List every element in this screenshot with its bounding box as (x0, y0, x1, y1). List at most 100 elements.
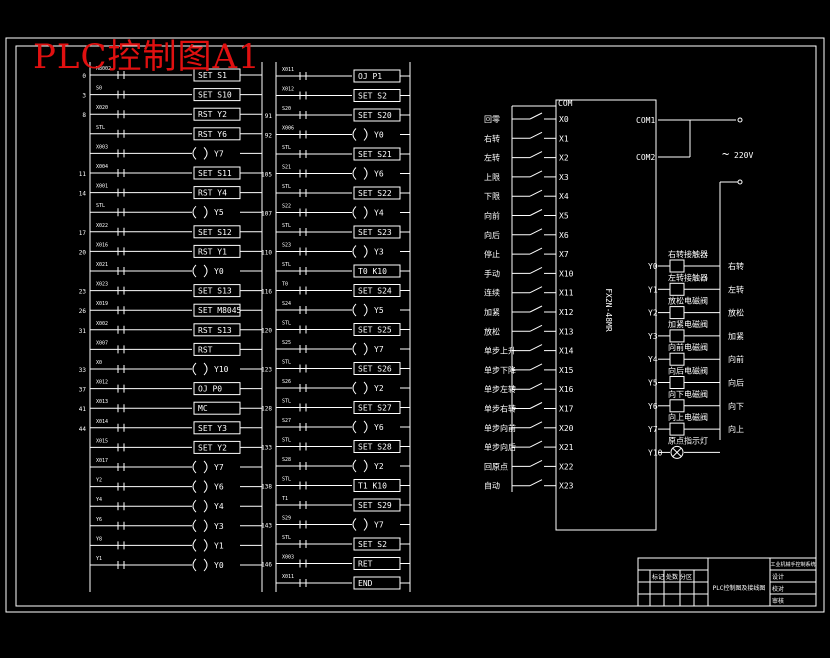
coil-symbol (192, 147, 208, 160)
step-number: 41 (79, 406, 87, 413)
coil-label: Y10 (214, 365, 229, 374)
input-address: X11 (559, 289, 574, 298)
switch-contact (529, 266, 543, 274)
coil-label: SET S27 (358, 404, 392, 413)
coil-symbol (352, 459, 368, 473)
outer-frame (5, 37, 825, 613)
coil-label: Y6 (214, 483, 224, 492)
coil-label: Y4 (374, 209, 384, 218)
contact-label: X003 (282, 555, 294, 561)
step-number: 133 (261, 445, 272, 452)
step-number: 20 (79, 249, 87, 256)
output-address: Y4 (648, 355, 658, 364)
coil-label: Y5 (214, 208, 224, 217)
contact-label: S27 (282, 418, 291, 424)
switch-contact (529, 151, 543, 159)
plc-body (555, 99, 657, 531)
contact-label: M8002 (96, 66, 111, 72)
coil-label: Y0 (374, 131, 384, 140)
solenoid-coil (669, 376, 685, 389)
input-address: X2 (559, 154, 569, 163)
contact-label: Y2 (96, 478, 102, 484)
lamp-cross (672, 448, 682, 457)
input-address: X17 (559, 405, 574, 414)
coil-label: RST Y6 (198, 130, 227, 139)
step-number: 91 (265, 113, 273, 120)
output-action: 向前 (728, 354, 744, 364)
solenoid-coil (669, 352, 685, 366)
input-address: X20 (559, 424, 574, 433)
coil-symbol (352, 518, 368, 531)
coil-symbol (352, 206, 368, 219)
coil-label: RET (358, 560, 373, 569)
switch-contact (529, 440, 543, 448)
step-number: 120 (261, 328, 272, 335)
output-device: 加紧电磁阀 (668, 319, 708, 329)
contact-label: S21 (282, 165, 291, 171)
input-address: X7 (559, 250, 569, 259)
contact-label: STL (282, 535, 291, 541)
output-device: 放松电磁阀 (668, 296, 708, 306)
step-number: 146 (261, 562, 272, 569)
coil-symbol (352, 342, 368, 356)
step-number: 123 (261, 367, 272, 374)
terminal-dot (737, 179, 743, 185)
coil-label: SET S25 (358, 326, 392, 335)
coil-label: Y2 (374, 462, 384, 471)
input-address: X22 (559, 462, 574, 471)
coil-symbol (192, 264, 208, 278)
coil-label: Y6 (374, 170, 384, 179)
contact-label: X011 (282, 574, 294, 580)
switch-contact (529, 286, 543, 294)
title-block-cell: 标记 (652, 573, 664, 581)
coil-label: SET S1 (198, 71, 227, 80)
input-label: 单步上升 (484, 346, 516, 356)
coil-label: T1 K10 (358, 482, 387, 491)
coil-label: SET S20 (358, 111, 392, 120)
input-address: X16 (559, 385, 574, 394)
coil-label: SET S2 (358, 92, 387, 101)
output-address: Y6 (648, 402, 658, 411)
coil-label: RST (198, 345, 213, 354)
contact-label: X012 (282, 87, 294, 93)
contact-label: X023 (96, 282, 108, 288)
input-address: X23 (559, 482, 574, 491)
coil-symbol (192, 460, 208, 474)
drawing-name: PLC控制图及接线图 (713, 584, 766, 592)
input-label: 向后 (484, 230, 500, 240)
contact-label: X021 (96, 262, 108, 268)
contact-label: Y4 (96, 497, 102, 503)
input-label: 上限 (484, 173, 500, 182)
input-label: 回原点 (484, 462, 508, 471)
input-address: X4 (559, 192, 569, 201)
contact-label: S20 (282, 106, 291, 112)
solenoid-coil (669, 282, 685, 296)
contact-label: S0 (96, 86, 102, 92)
contact-label: X002 (96, 321, 108, 327)
contact-label: T0 (282, 282, 288, 288)
input-label: 单步向前 (484, 423, 516, 433)
coil-label: RST Y2 (198, 110, 227, 119)
switch-contact (529, 479, 543, 487)
switch-contact (529, 228, 543, 236)
coil-label: SET M8045 (198, 306, 242, 315)
switch-contact (529, 402, 543, 409)
output-action: 左转 (728, 284, 744, 294)
coil-label: Y4 (214, 502, 224, 511)
title-block-row: 审核 (772, 597, 784, 605)
common-terminal: COM (558, 99, 573, 108)
coil-label: Y1 (214, 541, 224, 550)
coil-symbol (192, 362, 208, 376)
output-address: Y10 (648, 448, 663, 457)
input-address: X10 (559, 269, 574, 278)
solenoid-coil (669, 306, 685, 320)
contact-label: STL (282, 223, 291, 229)
coil-label: SET S29 (358, 501, 392, 510)
coil-symbol (352, 245, 368, 258)
output-device: 右转接触器 (668, 249, 708, 259)
coil-label: SET S2 (358, 540, 387, 549)
switch-contact (529, 112, 543, 120)
input-label: 连续 (484, 288, 500, 298)
step-number: 26 (79, 308, 87, 315)
coil-symbol (192, 205, 208, 219)
